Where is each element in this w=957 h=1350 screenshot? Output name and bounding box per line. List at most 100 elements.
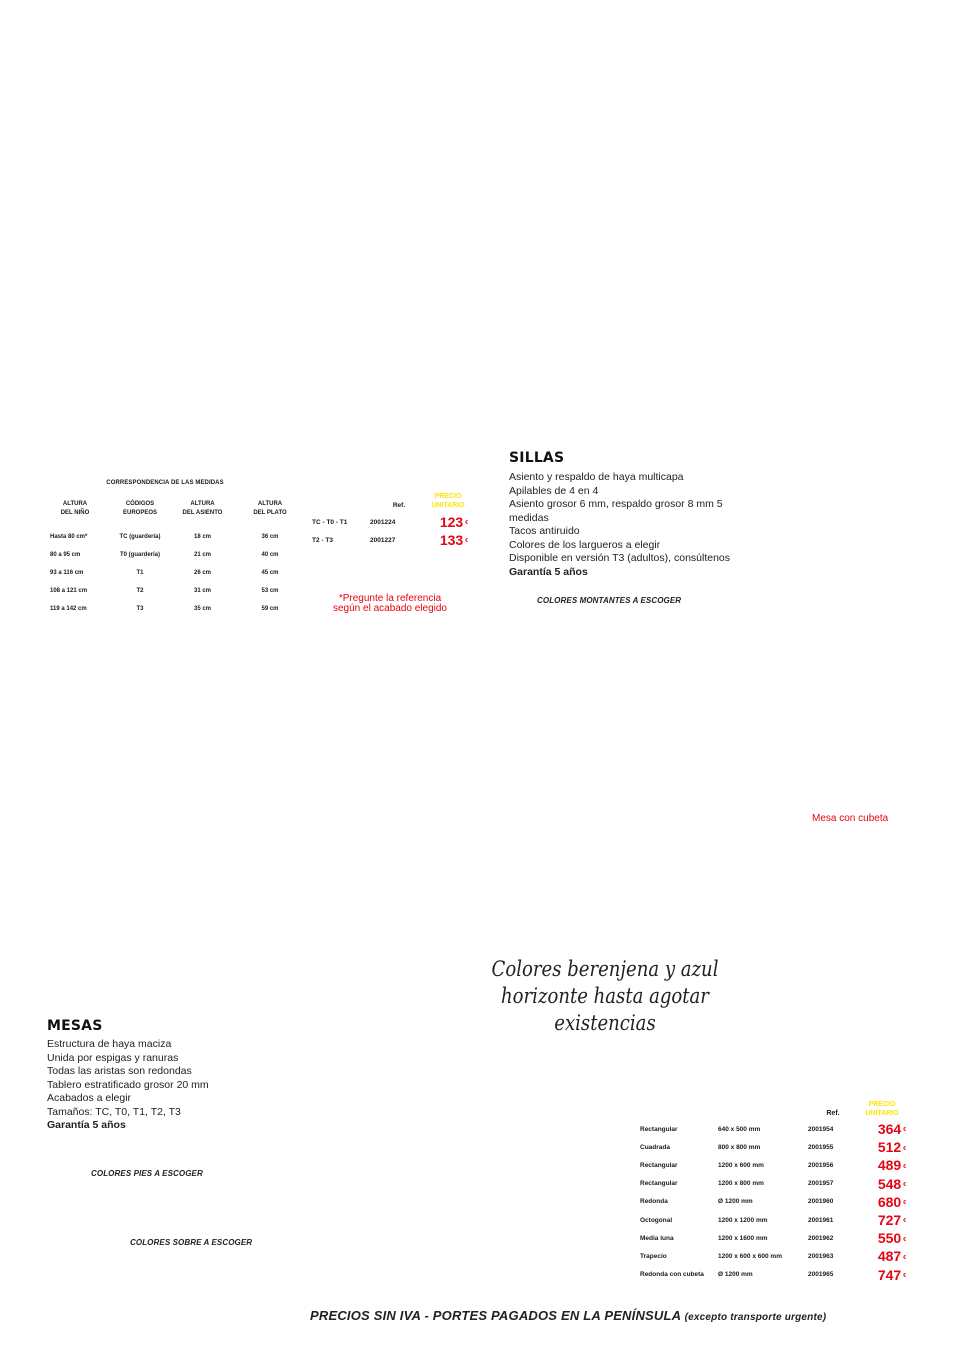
cell-price: 548€: [877, 1175, 906, 1192]
note-line: horizonte hasta agotar existencias: [501, 984, 709, 1035]
colors-availability-note: Colores berenjena y azul horizonte hasta…: [472, 956, 739, 1037]
description-line: Asiento y respaldo de haya multicapa: [509, 471, 684, 483]
cell-dimensions: 1200 x 1200 mm: [718, 1216, 768, 1224]
cell-ref: 2001963: [808, 1252, 834, 1260]
cell-ref: 2001961: [808, 1216, 834, 1224]
cell-ref: 2001954: [808, 1125, 834, 1133]
cell-price: 364€: [877, 1121, 906, 1138]
table-row: Octogonal 1200 x 1200 mm 2001961 727€: [640, 1211, 906, 1229]
cell-child-height: Hasta 80 cm*: [50, 534, 88, 540]
cell-dimensions: 640 x 500 mm: [718, 1125, 761, 1133]
table-row: Media luna 1200 x 1600 mm 2001962 550€: [640, 1229, 906, 1247]
note-line: Colores berenjena y azul: [491, 957, 719, 981]
table-row: Redonda Ø 1200 mm 2001960 680€: [640, 1193, 906, 1211]
guarantee-line: Garantía 5 años: [509, 565, 588, 578]
cell-shape: Redonda: [640, 1198, 668, 1206]
cell-shape: Rectangular: [640, 1180, 678, 1188]
cell-seat-height: 21 cm: [193, 552, 211, 558]
cell-euro-code: T1: [136, 570, 144, 576]
sillas-description: Asiento y respaldo de haya multicapa Api…: [509, 471, 730, 579]
cell-seat-height: 18 cm: [193, 534, 211, 540]
mesa-cubeta-caption: Mesa con cubeta: [812, 813, 889, 824]
table-row: Rectangular 640 x 500 mm 2001954 364€: [640, 1120, 906, 1138]
table-row: Cuadrada 800 x 800 mm 2001955 512€: [640, 1138, 906, 1156]
sillas-colors-label: COLORES MONTANTES A ESCOGER: [537, 596, 682, 605]
description-line: medidas: [509, 511, 549, 524]
chairs-reference-note: *Pregunte la referencia según el acabado…: [316, 594, 464, 614]
cell-table-height: 40 cm: [261, 552, 279, 558]
header-ref: Ref.: [826, 1110, 840, 1117]
cell-shape: Cuadrada: [640, 1143, 670, 1151]
description-line: Asiento grosor 6 mm, respaldo grosor 8 m…: [509, 498, 723, 510]
table-row: T2 - T3 2001227 133€: [312, 531, 468, 549]
footer-main-text: PRECIOS SIN IVA - PORTES PAGADOS EN LA P…: [310, 1308, 681, 1323]
cell-ref: 2001965: [808, 1271, 834, 1279]
description-line: Tablero estratificado grosor 20 mm: [47, 1078, 209, 1091]
cell-child-height: 93 a 116 cm: [50, 570, 84, 576]
cell-table-height: 59 cm: [261, 606, 279, 612]
cell-price: 123€: [439, 514, 468, 530]
cell-dimensions: 1200 x 600 mm: [718, 1161, 764, 1169]
cell-seat-height: 35 cm: [193, 606, 211, 612]
mesas-title: MESAS: [47, 1018, 103, 1034]
table-row: Hasta 80 cm* TC (guardería) 18 cm 36 cm: [40, 528, 305, 546]
cell-euro-code: T3: [136, 606, 144, 612]
cell-child-height: 108 a 121 cm: [50, 588, 88, 594]
sillas-title: SILLAS: [509, 450, 565, 466]
cell-seat-height: 26 cm: [193, 570, 211, 576]
cell-shape: Rectangular: [640, 1161, 678, 1169]
cell-dimensions: Ø 1200 mm: [718, 1198, 753, 1206]
guarantee-line: Garantía 5 años: [47, 1119, 126, 1131]
cell-seat-height: 31 cm: [193, 588, 211, 594]
header-ref: Ref.: [392, 502, 406, 509]
header-empty: [640, 1100, 718, 1120]
cell-shape: Trapecio: [640, 1252, 667, 1260]
cell-price: 512€: [877, 1139, 906, 1156]
description-line: Estructura de haya maciza: [47, 1038, 172, 1050]
cell-size: T2 - T3: [312, 536, 333, 544]
cell-euro-code: TC (guardería): [119, 534, 161, 540]
cell-price: 747€: [877, 1266, 906, 1283]
description-line: Unida por espigas y ranuras: [47, 1051, 179, 1064]
description-line: Colores de los largueros a elegir: [509, 538, 661, 551]
mesas-description: Estructura de haya maciza Unida por espi…: [47, 1038, 209, 1133]
description-line: Disponible en versión T3 (adultos), cons…: [509, 552, 731, 564]
cell-dimensions: 1200 x 600 x 600 mm: [718, 1252, 782, 1260]
cell-price: 550€: [877, 1230, 906, 1247]
table-row: 93 a 116 cm T1 26 cm 45 cm: [40, 564, 305, 582]
description-line: Acabados a elegir: [47, 1092, 132, 1104]
cell-euro-code: T0 (guardería): [119, 552, 160, 558]
cell-dimensions: Ø 1200 mm: [718, 1271, 753, 1279]
cell-ref: 2001956: [808, 1161, 834, 1169]
pricing-footer-note: PRECIOS SIN IVA - PORTES PAGADOS EN LA P…: [310, 1308, 826, 1323]
note-line: según el acabado elegido: [333, 603, 447, 614]
cell-dimensions: 800 x 800 mm: [718, 1143, 761, 1151]
cell-price: 133€: [439, 532, 468, 548]
note-line: *Pregunte la referencia: [338, 593, 442, 604]
cell-dimensions: 1200 x 1600 mm: [718, 1234, 768, 1242]
cell-shape: Rectangular: [640, 1125, 678, 1133]
header-empty: [718, 1100, 808, 1120]
cell-ref: 2001227: [370, 536, 396, 544]
table-row: Rectangular 1200 x 600 mm 2001956 489€: [640, 1156, 906, 1174]
mesas-top-colors-label: COLORES SOBRE A ESCOGER: [130, 1238, 253, 1247]
table-row: TC - T0 - T1 2001224 123€: [312, 513, 468, 531]
cell-table-height: 36 cm: [261, 534, 279, 540]
table-row: 80 a 95 cm T0 (guardería) 21 cm 40 cm: [40, 546, 305, 564]
mesas-legs-colors-label: COLORES PIES A ESCOGER: [91, 1169, 203, 1178]
cell-shape: Octogonal: [640, 1216, 673, 1224]
cell-size: TC - T0 - T1: [312, 518, 348, 526]
description-line: Apilables de 4 en 4: [509, 484, 599, 497]
header-empty: [312, 492, 370, 513]
cell-dimensions: 1200 x 800 mm: [718, 1180, 764, 1188]
